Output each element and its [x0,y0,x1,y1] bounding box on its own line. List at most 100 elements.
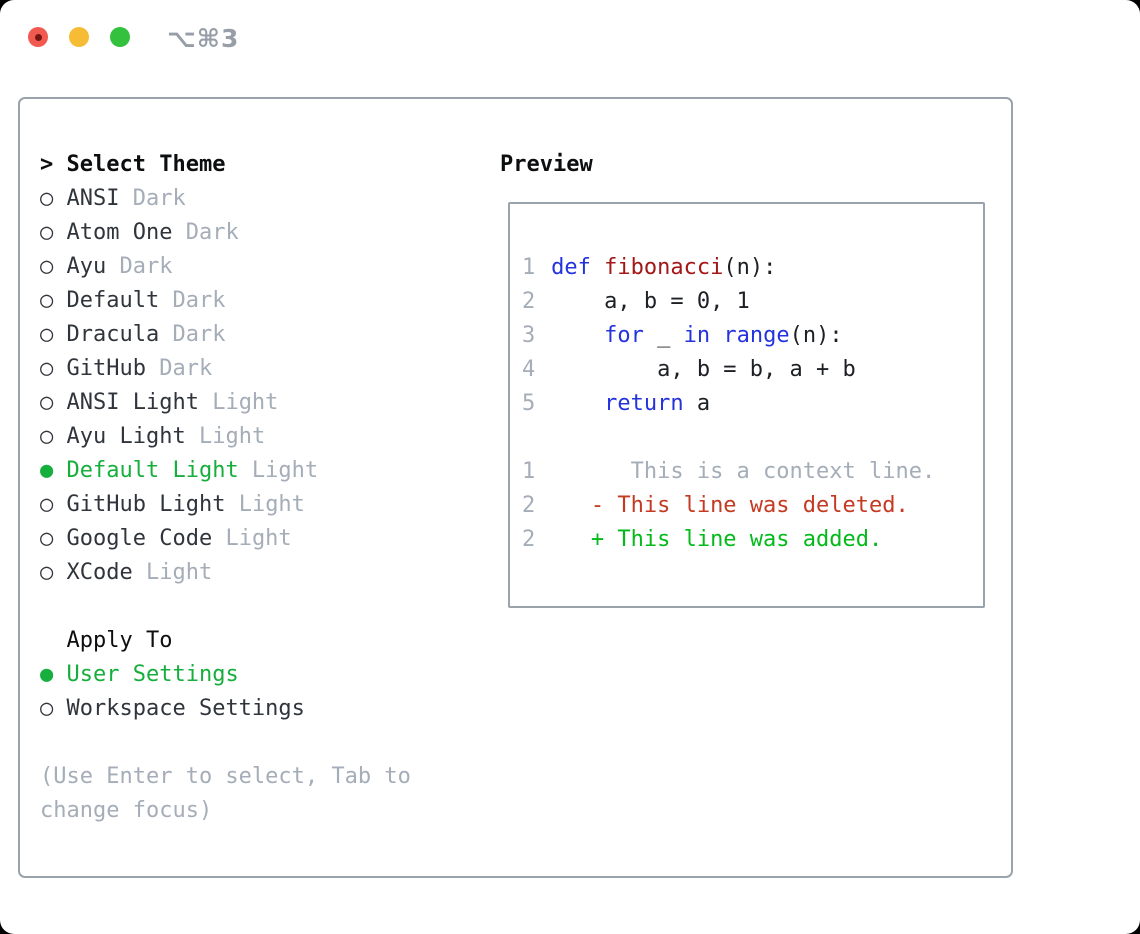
radio-unselected-icon: ○ [40,220,54,245]
code-token: return [604,391,684,416]
radio-unselected-icon: ○ [40,254,54,279]
code-token: - This line was deleted. [551,493,909,518]
theme-item-github[interactable]: ○ GitHub Dark [40,352,411,386]
theme-item-github-light[interactable]: ○ GitHub Light Light [40,488,411,522]
diff-line: 2 - This line was deleted. [522,489,983,523]
code-token: range [723,323,790,348]
theme-variant: Dark [119,186,186,211]
theme-name: Default Light [66,458,239,483]
radio-unselected-icon: ○ [40,560,54,585]
theme-variant: Light [238,458,319,483]
radio-unselected-icon: ○ [40,186,54,211]
theme-item-dracula[interactable]: ○ Dracula Dark [40,318,411,352]
theme-variant: Light [212,526,292,551]
diff-line: 1 This is a context line. [522,455,983,489]
code-token: (n): [723,255,777,280]
theme-name: Default [66,288,160,313]
code-token [591,255,604,280]
theme-list-title: Select Theme [66,152,226,177]
code-token: a, b = b, a + b [551,357,856,382]
theme-name: ANSI [66,186,120,211]
theme-name: Atom One [66,220,173,245]
radio-selected-icon: ● [40,662,54,687]
theme-variant: Dark [106,254,173,279]
apply-option-workspace-settings[interactable]: ○ Workspace Settings [40,692,411,726]
close-dot-icon [34,33,42,41]
line-number: 2 [522,493,536,518]
titlebar: ⌥⌘3 [0,0,1140,75]
code-token: + This line was added. [551,527,883,552]
theme-name: GitHub [66,356,146,381]
help-line-1: (Use Enter to select, Tab to [40,764,411,789]
apply-option-label: User Settings [66,662,239,687]
line-number: 2 [522,289,536,314]
code-token [710,323,723,348]
spacer [40,726,411,760]
code-token [551,391,604,416]
cursor-icon: > [40,152,54,177]
theme-variant: Dark [159,322,226,347]
minimize-button[interactable] [69,27,89,47]
theme-list-header: > Select Theme [40,148,411,182]
theme-item-google-code[interactable]: ○ Google Code Light [40,522,411,556]
radio-unselected-icon: ○ [40,492,54,517]
code-line: 4 a, b = b, a + b [522,353,983,387]
spacer [40,590,411,624]
theme-name: XCode [66,560,133,585]
line-number: 3 [522,323,536,348]
code-token: This is a context line. [551,459,936,484]
window-title: ⌥⌘3 [167,24,240,53]
radio-selected-icon: ● [40,458,54,483]
code-token [551,323,604,348]
code-token: for [604,323,644,348]
code-line: 3 for _ in range(n): [522,319,983,353]
theme-variant: Dark [172,220,239,245]
theme-name: Ayu [66,254,107,279]
theme-variant: Light [225,492,305,517]
code-token: def [551,255,591,280]
apply-option-label: Workspace Settings [66,696,305,721]
theme-name: GitHub Light [66,492,226,517]
theme-item-ansi[interactable]: ○ ANSI Dark [40,182,411,216]
theme-list: ○ ANSI Dark○ Atom One Dark○ Ayu Dark○ De… [40,182,411,590]
radio-unselected-icon: ○ [40,356,54,381]
theme-variant: Light [198,390,279,415]
radio-unselected-icon: ○ [40,424,54,449]
apply-option-user-settings[interactable]: ● User Settings [40,658,411,692]
line-number: 1 [522,255,536,280]
radio-unselected-icon: ○ [40,696,54,721]
code-line: 5 return a [522,387,983,421]
theme-name: Ayu Light [66,424,186,449]
theme-item-ansi-light[interactable]: ○ ANSI Light Light [40,386,411,420]
radio-unselected-icon: ○ [40,322,54,347]
theme-name: Dracula [66,322,160,347]
theme-item-default-light[interactable]: ● Default Light Light [40,454,411,488]
diff-preview: 1 This is a context line.2 - This line w… [522,455,983,557]
code-line: 2 a, b = 0, 1 [522,285,983,319]
theme-item-atom-one[interactable]: ○ Atom One Dark [40,216,411,250]
diff-line: 2 + This line was added. [522,523,983,557]
theme-item-xcode[interactable]: ○ XCode Light [40,556,411,590]
maximize-button[interactable] [110,27,130,47]
theme-variant: Dark [145,356,213,381]
theme-item-ayu-light[interactable]: ○ Ayu Light Light [40,420,411,454]
apply-to-list: ● User Settings○ Workspace Settings [40,658,411,726]
radio-unselected-icon: ○ [40,526,54,551]
theme-item-default[interactable]: ○ Default Dark [40,284,411,318]
code-token: a [683,391,711,416]
radio-unselected-icon: ○ [40,390,54,415]
code-token: a, b = 0, 1 [551,289,750,314]
theme-variant: Dark [159,288,226,313]
code-token: in [683,323,711,348]
theme-item-ayu[interactable]: ○ Ayu Dark [40,250,411,284]
line-number: 5 [522,391,536,416]
help-line-2: change focus) [40,798,213,823]
line-number: 2 [522,527,536,552]
spacer [522,421,983,455]
code-token: _ [643,323,684,348]
close-button[interactable] [28,27,48,47]
